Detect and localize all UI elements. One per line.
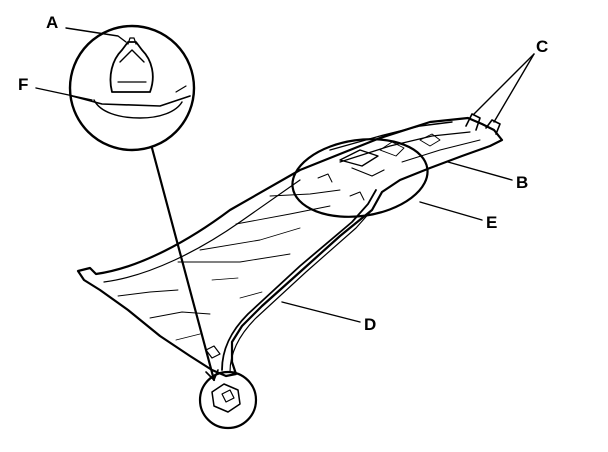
leader-a: [65, 27, 127, 43]
clip-circle-lower: [198, 370, 258, 430]
leader-e: [419, 201, 483, 221]
callout-d: D: [364, 315, 376, 334]
leader-c-1: [473, 53, 535, 115]
leader-d: [281, 301, 361, 323]
callout-c: C: [536, 37, 548, 56]
detail-link-line: [150, 146, 216, 382]
detail-circle-e: [291, 138, 429, 218]
leader-b: [447, 161, 513, 181]
leader-c-2: [493, 53, 535, 123]
callout-f: F: [18, 75, 28, 94]
clip-a-shape: [109, 41, 154, 93]
callout-b: B: [516, 173, 528, 192]
clip-magnified-detail: [68, 24, 196, 152]
callout-a: A: [46, 13, 58, 32]
callout-e: E: [486, 213, 497, 232]
pillar-trim-panel: [76, 113, 504, 378]
leader-f: [35, 87, 93, 101]
